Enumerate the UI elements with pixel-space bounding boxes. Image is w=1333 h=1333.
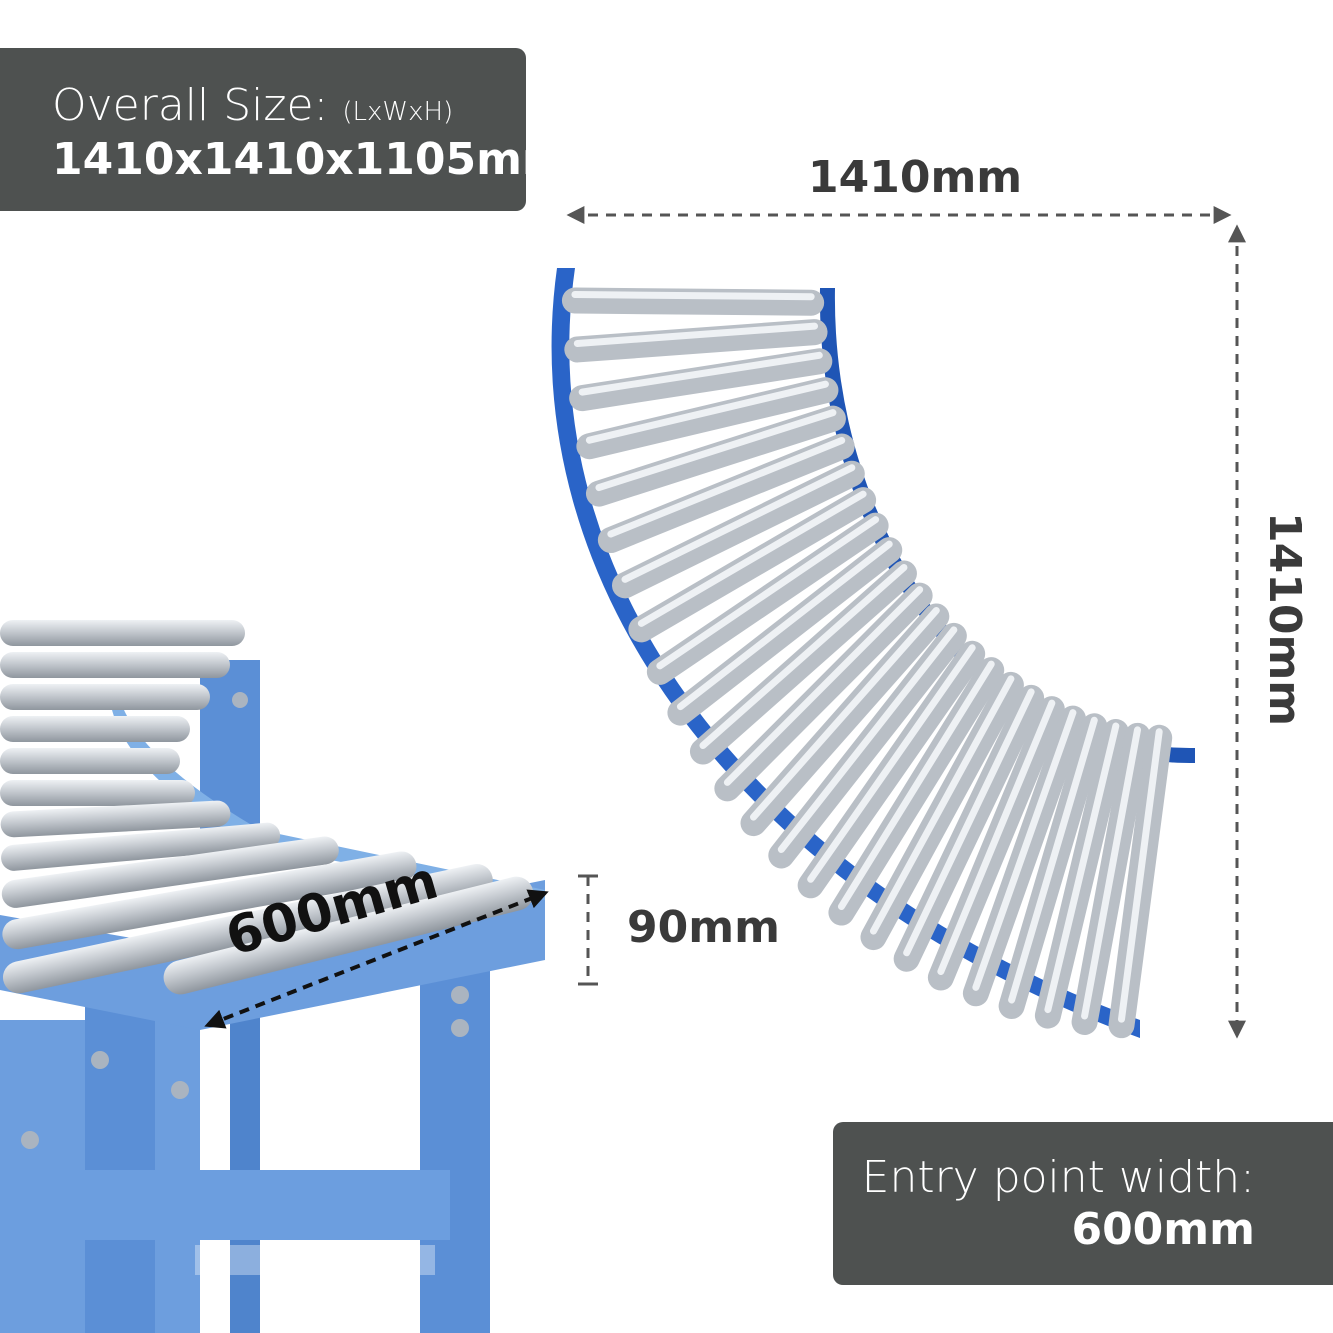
roller-highlight (637, 490, 867, 627)
roller (612, 460, 865, 599)
entry-width-label: Entry point width: (861, 1152, 1255, 1203)
overall-size-label: Overall Size: (LxWxH) (52, 80, 453, 131)
roller-highlight (656, 516, 880, 670)
overall-size-unit-hint: (LxWxH) (342, 97, 454, 127)
roller-highlight (578, 351, 823, 396)
roller (628, 487, 877, 643)
roller (597, 433, 855, 554)
roller-pitch-bracket (578, 874, 598, 986)
roller-highlight (807, 644, 976, 883)
roller-highlight (1118, 728, 1163, 1023)
roller-highlight (607, 437, 846, 538)
roller-highlight (750, 606, 940, 821)
overall-size-value: 1410x1410x1105mm (52, 134, 568, 185)
roller-highlight (585, 380, 829, 444)
roller (689, 560, 917, 765)
entry-width-arrow (204, 889, 549, 1029)
overall-size-label-text: Overall Size: (52, 80, 329, 131)
roller-highlight (837, 660, 995, 911)
width-dimension-label: 1410mm (1259, 512, 1310, 727)
roller (646, 512, 889, 685)
roller-highlight (723, 586, 924, 786)
roller-highlight (676, 540, 893, 711)
roller (569, 348, 833, 412)
roller-highlight (595, 409, 837, 492)
roller (740, 603, 950, 837)
roller-highlight (937, 699, 1056, 976)
overall-size-panel (0, 48, 526, 211)
roller (714, 582, 933, 802)
roller-highlight (1081, 726, 1142, 1020)
roller-highlight (1044, 722, 1120, 1014)
roller (576, 377, 839, 460)
roller-highlight (777, 626, 958, 853)
roller-highlight (571, 291, 815, 301)
roller (585, 405, 846, 507)
entry-width-panel (833, 1122, 1333, 1285)
roller (561, 287, 825, 316)
roller-highlight (573, 322, 819, 347)
roller-highlight (869, 675, 1015, 935)
roller-highlight (972, 709, 1077, 991)
curved-conveyor (551, 268, 1195, 1039)
roller-highlight (621, 464, 856, 583)
length-dimension-label: 1410mm (808, 152, 1023, 203)
entry-width-value: 600mm (1071, 1204, 1255, 1255)
roller (667, 537, 903, 726)
roller (768, 622, 967, 869)
roller-highlight (699, 563, 908, 750)
roller-highlight (903, 688, 1035, 957)
roller-highlight (1008, 716, 1098, 1004)
roller-pitch-label: 90mm (627, 902, 780, 953)
roller (564, 319, 828, 363)
